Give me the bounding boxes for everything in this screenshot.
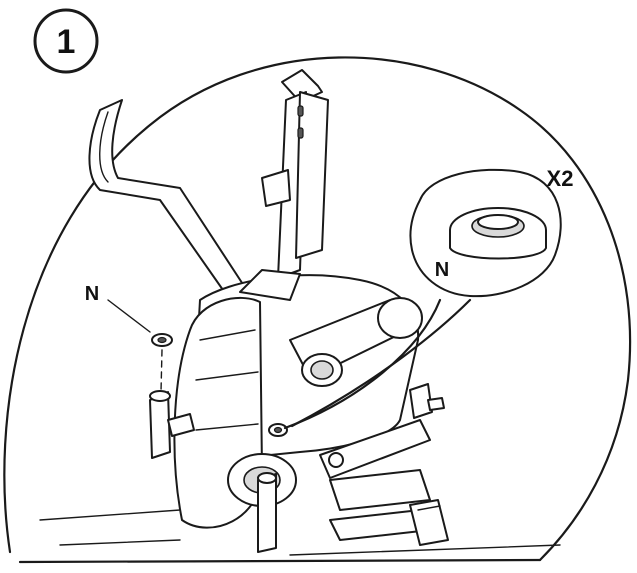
- inset-part-label: N: [435, 259, 449, 281]
- crank-hub: [227, 453, 297, 553]
- nut-left: [151, 333, 173, 393]
- cross-tube: [289, 297, 423, 387]
- base-frame: [39, 509, 561, 556]
- handlebar-arm: [88, 99, 249, 301]
- quantity-label: X2: [547, 166, 574, 191]
- inset-pointer: [283, 298, 472, 430]
- lower-linkage: [319, 383, 445, 511]
- detail-circle-frame: [3, 56, 632, 564]
- nut-installed: [268, 423, 288, 437]
- nut-left-label: N: [85, 283, 99, 305]
- bottom-right-handle: [329, 499, 449, 546]
- nut-left-leader: [107, 299, 151, 333]
- step-number: 1: [57, 23, 76, 61]
- left-pivot-post: [149, 390, 195, 459]
- step-badge: 1: [33, 8, 99, 74]
- inset-bubble: [409, 168, 562, 298]
- upright-post: [261, 69, 329, 279]
